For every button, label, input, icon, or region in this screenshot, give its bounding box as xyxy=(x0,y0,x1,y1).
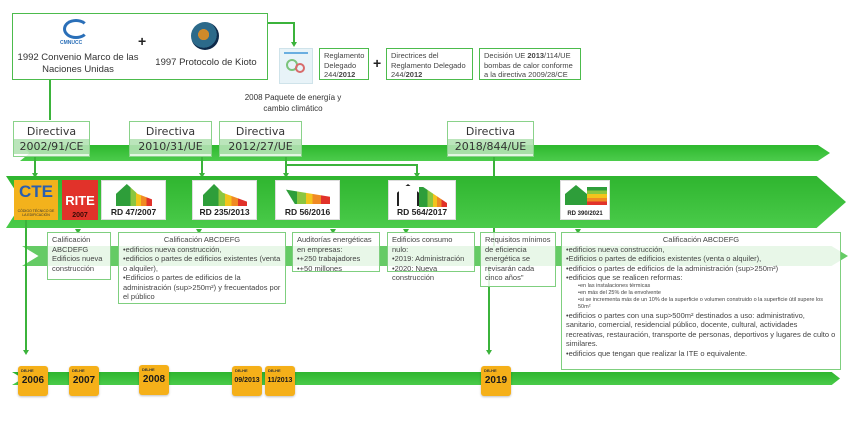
plus-sign-2: + xyxy=(373,55,382,71)
unfccc-logo-icon xyxy=(63,19,89,39)
desc-rd-235-2013: Calificación ABCDEFG edificios nueva con… xyxy=(118,232,286,304)
kyoto-protocol-logo-icon xyxy=(191,22,219,50)
international-agreements-box xyxy=(12,13,268,80)
energy-label-house-icon xyxy=(116,184,152,206)
nzeb-house-icon xyxy=(397,184,419,206)
regulation-box-1: Reglamento Delegado 244/2012 xyxy=(319,48,369,80)
unfccc-logo-text: CMNUCC xyxy=(60,40,83,46)
energy-package-image-icon xyxy=(279,48,313,84)
desc-directive-2018: Requisitos mínimos de eficiencia energét… xyxy=(480,232,556,287)
rd-390-2021: RD 390/2021 xyxy=(560,180,610,220)
rd-235-2013: RD 235/2013 xyxy=(192,180,257,220)
desc-rd-56-2016: Auditorías energéticas en empresas: +250… xyxy=(292,232,380,273)
desc-rd-390-2021: Calificación ABCDEFG edificios nueva con… xyxy=(561,232,841,370)
rd-564-2017: RD 564/2017 xyxy=(388,180,456,220)
energy-label-house-icon xyxy=(565,185,587,205)
kyoto-caption: 1997 Protocolo de Kioto xyxy=(155,57,257,68)
energy-package-caption: 2008 Paquete de energía y cambio climáti… xyxy=(244,93,342,113)
desc-rd-564-2017: Edificios consumo nulo: 2019: Administra… xyxy=(387,232,475,282)
plus-sign: + xyxy=(138,33,147,49)
regulation-box-2: Directrices del Reglamento Delegado 244/… xyxy=(386,48,473,80)
unfccc-caption: 1992 Convenio Marco de las Naciones Unid… xyxy=(17,52,139,75)
rd-47-2007: RD 47/2007 xyxy=(101,180,166,220)
energy-audit-icon xyxy=(286,189,330,204)
energy-label-house-icon xyxy=(203,184,247,206)
rd-56-2016: RD 56/2016 xyxy=(275,180,340,220)
db-he-timeline-bar xyxy=(12,372,840,385)
regulation-box-3: Decisión UE 2013/114/UE bombas de calor … xyxy=(479,48,581,80)
